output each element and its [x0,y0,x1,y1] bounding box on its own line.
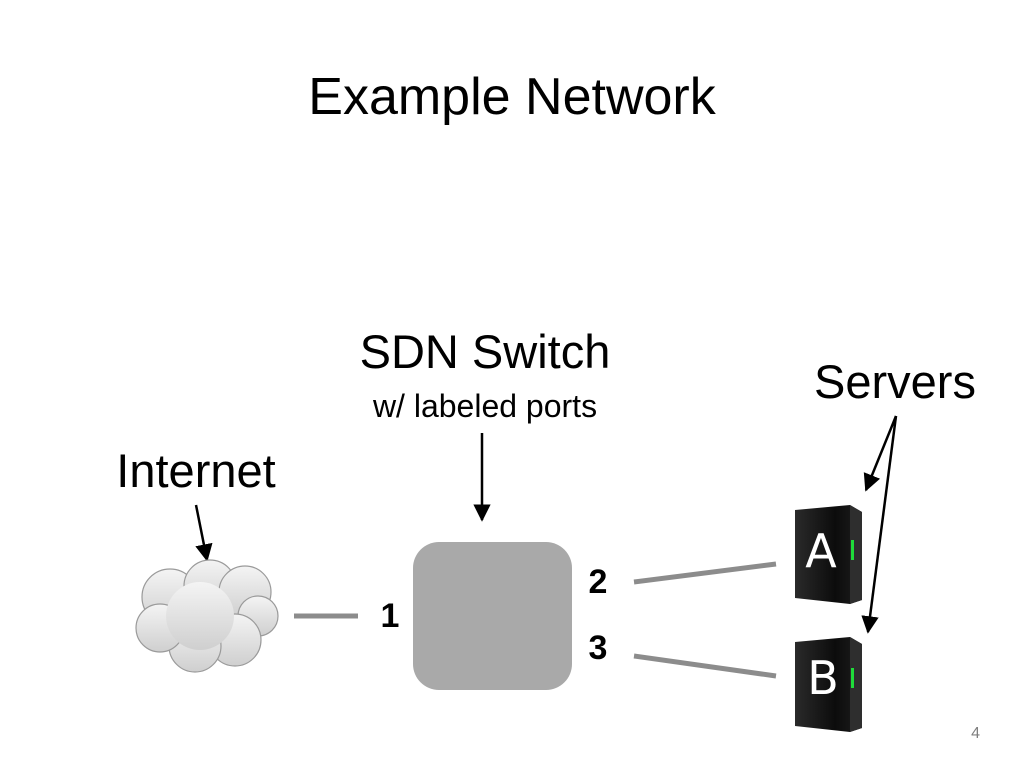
servers-label: Servers [814,355,976,408]
link-port3-server-b [633,653,777,679]
arrow-to-cloud [194,504,213,562]
port-label-3: 3 [588,629,608,667]
switch-sublabel: w/ labeled ports [372,388,598,424]
arrow-to-server-a [863,415,898,492]
slide-title: Example Network [308,68,716,126]
port-label-1: 1 [380,597,400,635]
arrow-to-server-b [861,415,898,634]
cloud-icon [135,559,279,673]
server-icon: A [795,505,862,604]
server-icon: B [795,637,862,732]
server-b-letter: B [807,651,839,705]
link-port2-server-a [633,561,777,585]
sdn-switch-box [413,542,572,690]
server-a-letter: A [805,524,837,578]
port-label-2: 2 [588,563,608,601]
internet-label: Internet [116,444,276,497]
switch-label: SDN Switch [359,325,611,378]
page-number: 4 [971,725,980,742]
